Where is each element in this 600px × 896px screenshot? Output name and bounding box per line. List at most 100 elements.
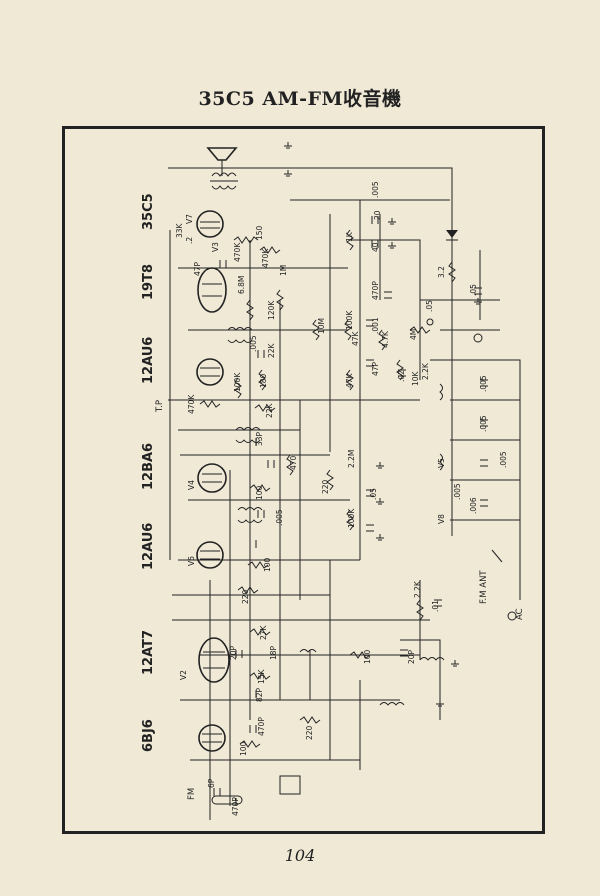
- tube-label-12au6-upper: 12AU6: [141, 337, 156, 384]
- c-470p: 470P: [257, 717, 266, 736]
- tube-12ba6-icon: [197, 463, 227, 493]
- tube-label-35c5: 35C5: [141, 193, 156, 230]
- v3-label: V3: [211, 242, 220, 252]
- c-40: 40: [371, 242, 380, 252]
- capacitor-network: [213, 216, 488, 806]
- r-100-b: 100: [263, 557, 272, 572]
- c-470p-c: 470P: [371, 281, 380, 300]
- c-005: .005: [249, 335, 258, 352]
- resistor-network: [199, 229, 456, 748]
- tube-label-12at7: 12AT7: [141, 630, 156, 675]
- c-47p-b: 47P: [371, 361, 380, 376]
- c-6p: 6P: [207, 778, 216, 788]
- c-82p: 82P: [255, 687, 264, 702]
- r-180: 180: [259, 373, 268, 388]
- r-220-b: 220: [241, 589, 250, 604]
- v4-label: V4: [187, 480, 196, 490]
- page-number: 104: [284, 846, 316, 865]
- r-470k-b: 470K: [261, 248, 270, 268]
- r-1k: 1K: [345, 231, 354, 242]
- r-470k-c: 470K: [187, 394, 196, 414]
- c-47p: 47P: [193, 261, 202, 276]
- r-4-7k: 4.7K: [381, 330, 390, 348]
- r-2-2k-b: 2.2K: [421, 362, 430, 380]
- r-470k-a: 470K: [233, 242, 242, 262]
- r-100-c: 100: [239, 741, 248, 756]
- tube-12au6-lower-icon: [196, 541, 224, 569]
- schematic-frame: [62, 126, 545, 834]
- c-01: .01: [431, 600, 440, 612]
- r-27k: 27K: [259, 624, 268, 640]
- ac-label: AC: [515, 608, 525, 620]
- tube-12at7-icon: [198, 637, 230, 683]
- tube-6bj6-icon: [198, 724, 226, 752]
- tube-label-19t8: 19T8: [141, 264, 156, 300]
- c-005-b: .005: [275, 509, 284, 526]
- r-10m: 10M: [317, 318, 326, 334]
- c-470p-b: 470P: [231, 797, 240, 816]
- c-005-c: .005: [479, 375, 488, 392]
- c-05-b: .05: [425, 300, 434, 312]
- tube-19t8-icon: [197, 267, 227, 313]
- page-title: 35C5 AM-FM收音機: [198, 88, 402, 110]
- r-1m: 1M: [279, 265, 288, 276]
- c-006: .006: [469, 497, 478, 514]
- tube-label-12ba6: 12BA6: [141, 443, 156, 490]
- r-10k: 10K: [411, 370, 420, 386]
- r-100k-b: 100K: [345, 310, 354, 330]
- c-001: .001: [371, 317, 380, 334]
- test-point-label: T.P: [155, 400, 165, 413]
- r-220: 220: [321, 479, 330, 494]
- c-20p-b: 20P: [407, 649, 416, 664]
- r-6-8m: 6.8M: [237, 276, 246, 294]
- r-100k-a: 100K: [233, 372, 242, 392]
- r-15k: 15K: [257, 668, 266, 684]
- ground-icon: [284, 142, 482, 707]
- v6-label: V6: [187, 556, 196, 566]
- output-transformer-icon: [210, 172, 238, 190]
- c-2: .2: [185, 237, 194, 244]
- c-005-g: .005: [371, 181, 380, 198]
- c-18p: 18P: [269, 645, 278, 660]
- r-220-c: 220: [305, 725, 314, 740]
- r-4m: 4M: [409, 329, 418, 340]
- r-120k: 120K: [267, 300, 276, 320]
- r-470: 470: [289, 455, 298, 470]
- c-005-e: .005: [499, 451, 508, 468]
- c-20: 20: [373, 210, 382, 220]
- c-02: .02: [397, 370, 406, 382]
- r-22k-b: 22K: [265, 402, 274, 418]
- fm-ant-label: F.M ANT: [479, 570, 489, 604]
- r-3-2: 3.2: [437, 266, 446, 278]
- speaker-icon: [206, 147, 238, 176]
- r-47k: 47K: [345, 372, 354, 388]
- tube-12au6-upper-icon: [196, 358, 224, 386]
- r-2-2k: 2.2K: [413, 580, 422, 598]
- r-22k: 22K: [267, 342, 276, 358]
- r-47k-b: 47K: [351, 330, 360, 346]
- c-05-c: .05: [469, 284, 478, 296]
- r-100-d: 100: [363, 649, 372, 664]
- v8-label: V8: [437, 514, 446, 524]
- c-005-d: .005: [479, 415, 488, 432]
- c-33p: 33P: [255, 431, 264, 446]
- r-100k-c: 100K: [347, 508, 356, 528]
- c-20p: 20P: [229, 645, 238, 660]
- r-100-a: 100: [255, 485, 264, 500]
- r-150: 150: [255, 225, 264, 240]
- r-33k: 33K: [175, 222, 184, 238]
- v2-label: V2: [179, 670, 188, 680]
- r-2-2m: 2.2M: [347, 450, 356, 468]
- c-05: .05: [369, 488, 378, 500]
- band-switch-icon: [211, 318, 517, 805]
- tube-35c5-icon: [196, 210, 224, 238]
- v7-label: V7: [185, 214, 194, 224]
- rectifier-diode-icon: [446, 230, 458, 241]
- c-005-f: .005: [453, 483, 462, 500]
- tube-label-12au6-lower: 12AU6: [141, 523, 156, 570]
- v5-label: V5: [437, 458, 446, 468]
- fm-label: FM: [187, 788, 197, 800]
- tube-label-6bj6: 6BJ6: [141, 719, 156, 752]
